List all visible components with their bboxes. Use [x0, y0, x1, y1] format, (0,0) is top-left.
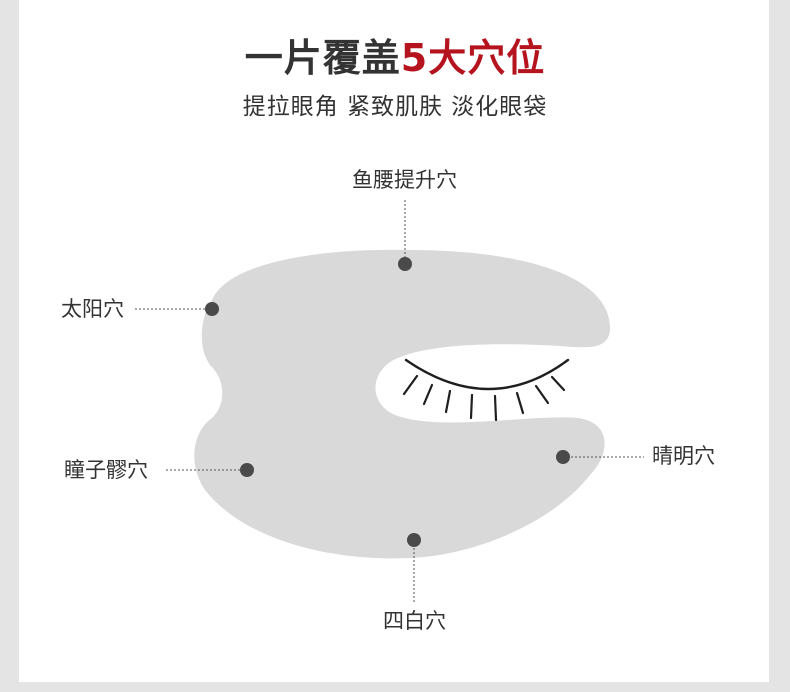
eye-patch-shape [194, 250, 610, 559]
acupoint-marker-yuyao [398, 257, 412, 271]
label-jingming-point: 晴明穴 [652, 442, 715, 470]
label-tongziliao-point: 瞳子髎穴 [64, 456, 148, 484]
acupoint-marker-jingming [556, 450, 570, 464]
acupoint-marker-sibai [407, 533, 421, 547]
acupoint-marker-taiyang [205, 302, 219, 316]
label-taiyang-point: 太阳穴 [61, 295, 124, 323]
label-sibai-point: 四白穴 [383, 607, 446, 635]
eyelid-line [406, 360, 568, 389]
label-yuyao-point: 鱼腰提升穴 [352, 166, 457, 194]
acupoint-marker-tongziliao [240, 463, 254, 477]
eyelash-group [404, 376, 564, 420]
